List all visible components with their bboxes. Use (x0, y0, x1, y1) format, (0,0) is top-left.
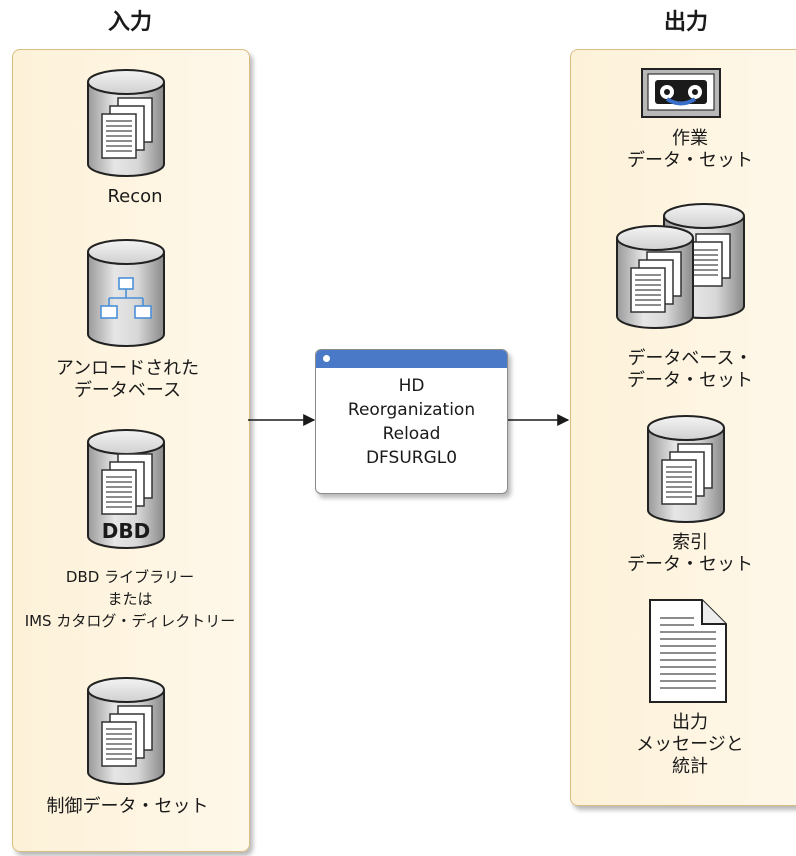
report-document-icon (649, 599, 727, 703)
process-line-2: Reorganization (347, 400, 476, 420)
recon-database-icon (87, 69, 165, 177)
database-dataset-label: データベース・ データ・セット (627, 348, 753, 391)
process-line-3: Reload (382, 424, 441, 444)
control-dataset-label: 制御データ・セット (46, 796, 209, 817)
output-arrow (506, 414, 570, 426)
messages-stats-label: 出力 メッセージと 統計 (636, 712, 744, 777)
dbd-cylinder-label: DBD (101, 519, 151, 543)
input-heading: 入力 (107, 10, 152, 35)
index-dataset-label: 索引 データ・セット (627, 532, 753, 575)
control-dataset-icon (87, 677, 165, 785)
dbd-library-icon (87, 429, 165, 549)
process-title-bar (316, 350, 507, 368)
process-line-1: HD (398, 376, 425, 396)
index-dataset-icon (647, 415, 725, 523)
unloaded-database-icon (87, 239, 165, 347)
process-text: HD Reorganization Reload DFSURGL0 (316, 374, 507, 470)
recon-label: Recon (107, 186, 163, 207)
process-line-4: DFSURGL0 (365, 448, 458, 468)
database-dataset-icon (616, 203, 745, 329)
input-arrow (248, 414, 316, 426)
work-dataset-label: 作業 データ・セット (627, 128, 753, 171)
process-box: HD Reorganization Reload DFSURGL0 (315, 349, 508, 494)
output-heading: 出力 (663, 10, 708, 35)
tape-dataset-icon (641, 68, 721, 118)
dbd-library-label: DBD ライブラリー または IMS カタログ・ディレクトリー (24, 568, 236, 630)
unloaded-db-label: アンロードされた データベース (55, 358, 200, 401)
window-dot-icon (323, 355, 330, 362)
